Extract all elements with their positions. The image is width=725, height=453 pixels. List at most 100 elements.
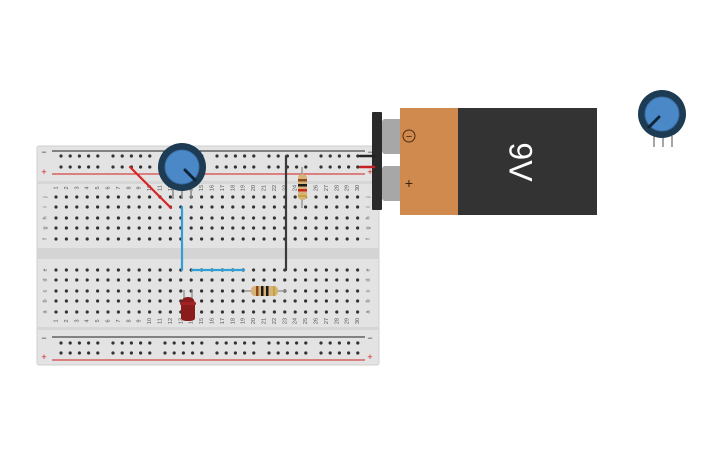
breadboard-hole[interactable]	[252, 237, 256, 241]
breadboard-hole[interactable]	[85, 226, 89, 230]
breadboard-hole[interactable]	[272, 299, 276, 303]
rail-hole[interactable]	[276, 154, 280, 158]
breadboard-hole[interactable]	[148, 299, 152, 303]
breadboard-hole[interactable]	[293, 299, 297, 303]
breadboard-hole[interactable]	[168, 237, 172, 241]
breadboard-hole[interactable]	[168, 216, 172, 220]
breadboard-hole[interactable]	[241, 195, 245, 199]
rail-hole[interactable]	[59, 165, 63, 169]
breadboard-hole[interactable]	[137, 205, 141, 209]
breadboard-hole[interactable]	[116, 278, 120, 282]
breadboard-hole[interactable]	[158, 289, 162, 293]
breadboard-hole[interactable]	[158, 216, 162, 220]
breadboard-hole[interactable]	[75, 237, 79, 241]
breadboard-hole[interactable]	[127, 226, 131, 230]
breadboard-hole[interactable]	[220, 237, 224, 241]
breadboard-hole[interactable]	[64, 216, 68, 220]
breadboard-hole[interactable]	[64, 205, 68, 209]
rail-hole[interactable]	[328, 351, 332, 355]
breadboard-hole[interactable]	[252, 226, 256, 230]
breadboard-hole[interactable]	[241, 289, 245, 293]
rail-hole[interactable]	[328, 341, 332, 345]
rail-hole[interactable]	[120, 165, 124, 169]
rail-hole[interactable]	[252, 341, 256, 345]
breadboard-hole[interactable]	[324, 226, 328, 230]
breadboard-hole[interactable]	[356, 237, 360, 241]
rail-hole[interactable]	[139, 165, 143, 169]
rail-hole[interactable]	[276, 341, 280, 345]
breadboard-hole[interactable]	[324, 237, 328, 241]
breadboard-hole[interactable]	[220, 299, 224, 303]
rail-hole[interactable]	[304, 351, 308, 355]
rail-hole[interactable]	[243, 351, 247, 355]
breadboard-hole[interactable]	[168, 310, 172, 314]
breadboard-hole[interactable]	[106, 310, 110, 314]
breadboard-hole[interactable]	[64, 195, 68, 199]
breadboard-hole[interactable]	[127, 205, 131, 209]
breadboard-hole[interactable]	[241, 205, 245, 209]
rail-hole[interactable]	[295, 341, 299, 345]
breadboard-hole[interactable]	[314, 299, 318, 303]
breadboard-hole[interactable]	[179, 278, 183, 282]
breadboard-hole[interactable]	[168, 268, 172, 272]
breadboard-hole[interactable]	[220, 289, 224, 293]
breadboard-hole[interactable]	[54, 268, 58, 272]
rail-hole[interactable]	[77, 341, 81, 345]
breadboard-hole[interactable]	[324, 216, 328, 220]
breadboard-hole[interactable]	[200, 237, 204, 241]
breadboard-hole[interactable]	[262, 268, 266, 272]
breadboard-hole[interactable]	[220, 195, 224, 199]
breadboard-hole[interactable]	[304, 268, 308, 272]
breadboard-hole[interactable]	[137, 289, 141, 293]
breadboard-hole[interactable]	[252, 195, 256, 199]
breadboard-hole[interactable]	[345, 216, 349, 220]
breadboard-hole[interactable]	[324, 299, 328, 303]
rail-hole[interactable]	[337, 341, 341, 345]
breadboard-hole[interactable]	[272, 216, 276, 220]
breadboard-hole[interactable]	[231, 278, 235, 282]
breadboard-hole[interactable]	[262, 278, 266, 282]
breadboard-hole[interactable]	[293, 216, 297, 220]
breadboard-hole[interactable]	[241, 299, 245, 303]
breadboard-hole[interactable]	[85, 205, 89, 209]
rail-hole[interactable]	[295, 165, 299, 169]
battery-9v[interactable]: − + 9V	[358, 108, 597, 215]
rail-hole[interactable]	[129, 351, 133, 355]
rail-hole[interactable]	[111, 165, 115, 169]
rail-hole[interactable]	[120, 341, 124, 345]
rail-hole[interactable]	[68, 165, 72, 169]
rail-hole[interactable]	[191, 351, 195, 355]
breadboard-hole[interactable]	[304, 226, 308, 230]
rail-hole[interactable]	[233, 165, 237, 169]
breadboard-hole[interactable]	[200, 216, 204, 220]
breadboard-hole[interactable]	[96, 205, 100, 209]
rail-hole[interactable]	[224, 154, 228, 158]
rail-hole[interactable]	[356, 351, 360, 355]
breadboard-hole[interactable]	[220, 226, 224, 230]
breadboard-hole[interactable]	[106, 299, 110, 303]
rail-hole[interactable]	[243, 341, 247, 345]
resistor-vertical[interactable]	[298, 167, 307, 208]
breadboard-hole[interactable]	[85, 278, 89, 282]
breadboard-hole[interactable]	[85, 310, 89, 314]
breadboard-hole[interactable]	[168, 226, 172, 230]
rail-hole[interactable]	[347, 341, 351, 345]
breadboard-hole[interactable]	[324, 195, 328, 199]
rail-hole[interactable]	[148, 351, 152, 355]
rail-hole[interactable]	[148, 165, 152, 169]
rail-hole[interactable]	[224, 351, 228, 355]
breadboard-hole[interactable]	[252, 299, 256, 303]
breadboard-hole[interactable]	[116, 299, 120, 303]
rail-hole[interactable]	[139, 341, 143, 345]
breadboard-hole[interactable]	[345, 237, 349, 241]
breadboard-hole[interactable]	[231, 237, 235, 241]
breadboard-hole[interactable]	[272, 278, 276, 282]
rail-hole[interactable]	[356, 154, 360, 158]
breadboard-hole[interactable]	[96, 237, 100, 241]
rail-hole[interactable]	[285, 351, 289, 355]
breadboard-hole[interactable]	[127, 268, 131, 272]
breadboard-hole[interactable]	[335, 299, 339, 303]
breadboard-hole[interactable]	[189, 278, 193, 282]
breadboard-hole[interactable]	[148, 289, 152, 293]
rail-hole[interactable]	[172, 341, 176, 345]
